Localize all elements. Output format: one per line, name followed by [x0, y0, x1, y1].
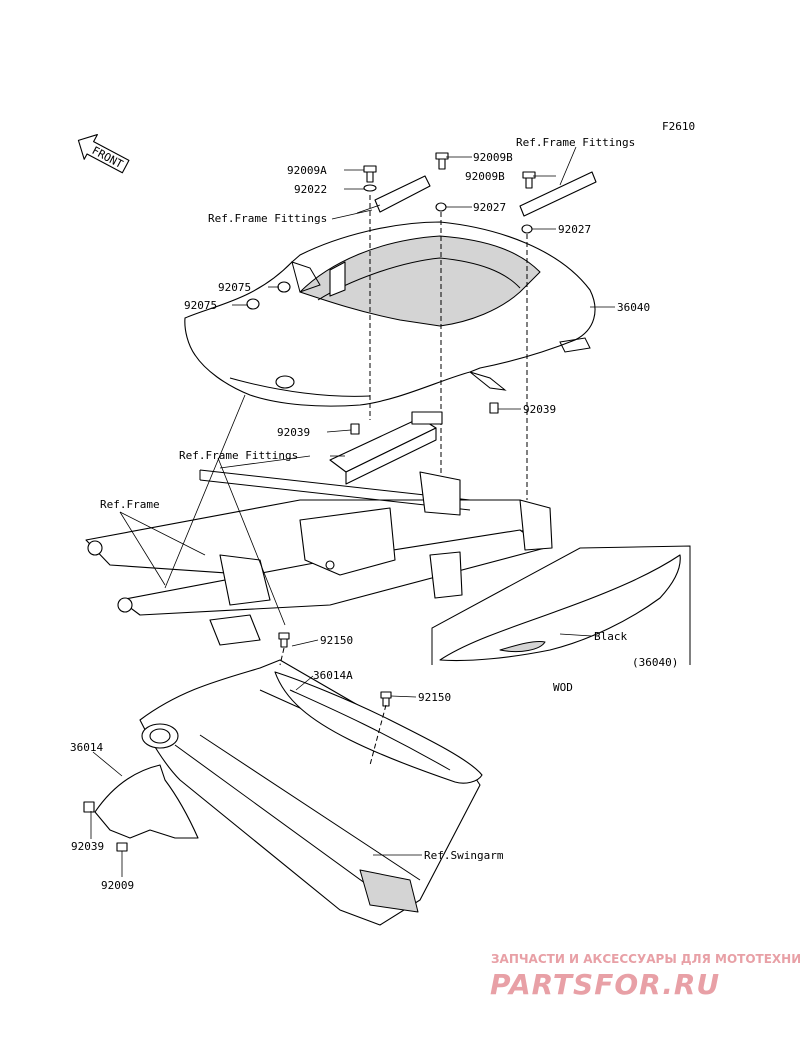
ref-swingarm: Ref.Swingarm [424, 849, 504, 862]
label-36040-variant: (36040) [632, 656, 678, 669]
chain-guard [274, 671, 483, 784]
bolt-92039-3-icon [83, 801, 95, 813]
ref-frame-fittings-3: Ref.Frame Fittings [179, 449, 298, 462]
ref-frame-fittings-1: Ref.Frame Fittings [516, 136, 635, 149]
collar-92027-2-icon [521, 224, 533, 234]
label-92022: 92022 [294, 183, 327, 196]
clip-92039-1-icon [350, 423, 360, 435]
label-36014A: 36014A [313, 669, 353, 682]
grommet-92075-2-icon [246, 298, 260, 310]
variant-color-label: Black [594, 630, 627, 643]
swingarm [139, 659, 481, 926]
front-arrow-label: FRONT [90, 144, 126, 171]
right-strap [519, 171, 597, 217]
label-92009B-2: 92009B [465, 170, 505, 183]
alignment-line [369, 704, 387, 766]
variant-region-code: WOD [553, 681, 573, 694]
label-92150-1: 92150 [320, 634, 353, 647]
leader-lines [90, 146, 615, 877]
watermark-brand: PARTSFOR.RU [490, 968, 720, 1001]
washer-92022-icon [363, 184, 377, 192]
bolt-92150-2-icon [380, 691, 392, 707]
seat-cowl [184, 221, 596, 407]
left-strap [329, 175, 431, 297]
label-92150-2: 92150 [418, 691, 451, 704]
bolt-92150-1-icon [278, 632, 290, 648]
front-arrow-icon: FRONT [77, 134, 130, 174]
label-92039-2: 92039 [523, 403, 556, 416]
label-92027-2: 92027 [558, 223, 591, 236]
alignment-line [279, 647, 285, 666]
label-36040: 36040 [617, 301, 650, 314]
label-92075-2: 92075 [184, 299, 217, 312]
label-92027-1: 92027 [473, 201, 506, 214]
ref-frame-fittings-2: Ref.Frame Fittings [208, 212, 327, 225]
label-92075-1: 92075 [218, 281, 251, 294]
rear-frame [85, 469, 553, 646]
bolt-92009B-2-icon [522, 171, 536, 189]
bolt-92009-icon [116, 842, 128, 852]
clip-92039-2-icon [489, 402, 499, 414]
label-92009A: 92009A [287, 164, 327, 177]
watermark-tagline: ЗАПЧАСТИ И АКСЕССУАРЫ ДЛЯ МОТОТЕХНИКИ [491, 952, 800, 966]
bolt-92009A-icon [363, 165, 377, 183]
label-92039-1: 92039 [277, 426, 310, 439]
figure-code: F2610 [662, 120, 695, 133]
grommet-92075-1-icon [277, 281, 291, 293]
inner-fender [94, 764, 199, 839]
collar-92027-1-icon [435, 202, 447, 212]
bolt-92009B-1-icon [435, 152, 449, 170]
label-92009B-1: 92009B [473, 151, 513, 164]
ref-frame: Ref.Frame [100, 498, 160, 511]
seat-bracket [329, 411, 443, 485]
label-92039-3: 92039 [71, 840, 104, 853]
variant-box [431, 545, 691, 665]
label-92009: 92009 [101, 879, 134, 892]
label-36014: 36014 [70, 741, 103, 754]
